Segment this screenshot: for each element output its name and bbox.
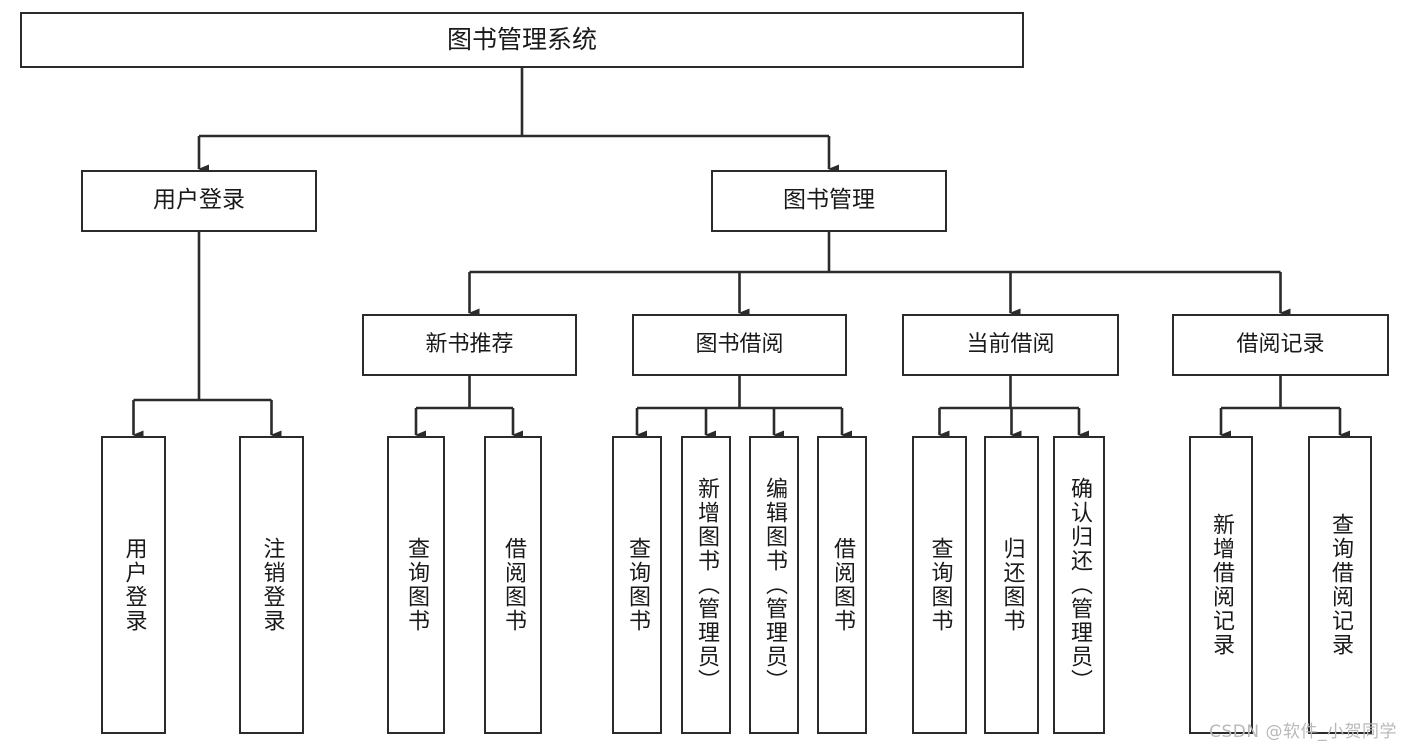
node-label-borrow: 图书借阅 [695,332,784,358]
node-logout[interactable]: 注销登录 [239,436,304,734]
node-records[interactable]: 借阅记录 [1172,314,1389,376]
node-label-bookmgmt: 图书管理 [783,187,875,214]
csdn-watermark: CSDN @软件_小贺同学 [1209,722,1397,742]
node-label-nb-borrow: 借阅图书 [500,537,526,633]
node-bq-borrow[interactable]: 借阅图书 [817,436,867,734]
node-label-current: 当前借阅 [966,332,1055,358]
node-rc-add[interactable]: 新增借阅记录 [1189,436,1253,734]
node-label-records: 借阅记录 [1236,332,1325,358]
node-bq-add[interactable]: 新增图书（管理员） [681,436,731,734]
node-cb-query[interactable]: 查询图书 [912,436,967,734]
node-nb-borrow[interactable]: 借阅图书 [484,436,542,734]
node-label-userlogin: 用户登录 [121,537,147,633]
node-current[interactable]: 当前借阅 [902,314,1119,376]
node-label-bq-edit: 编辑图书（管理员） [761,477,787,693]
node-label-bq-add: 新增图书（管理员） [693,477,719,693]
node-root[interactable]: 图书管理系统 [20,12,1024,68]
node-newbooks[interactable]: 新书推荐 [362,314,577,376]
node-rc-query[interactable]: 查询借阅记录 [1308,436,1372,734]
node-nb-query[interactable]: 查询图书 [387,436,445,734]
node-label-cb-return: 归还图书 [999,537,1025,633]
node-label-rc-query: 查询借阅记录 [1327,513,1353,657]
node-label-logout: 注销登录 [259,537,285,633]
node-label-nb-query: 查询图书 [403,537,429,633]
node-label-cb-confirm: 确认归还（管理员） [1066,477,1092,693]
node-label-bq-borrow: 借阅图书 [829,537,855,633]
node-label-cb-query: 查询图书 [927,537,953,633]
node-login[interactable]: 用户登录 [81,170,317,232]
node-label-newbooks: 新书推荐 [425,332,514,358]
node-userlogin[interactable]: 用户登录 [101,436,166,734]
connector-lines [132,68,1350,440]
node-cb-confirm[interactable]: 确认归还（管理员） [1053,436,1105,734]
node-bookmgmt[interactable]: 图书管理 [711,170,947,232]
node-cb-return[interactable]: 归还图书 [984,436,1039,734]
node-label-login: 用户登录 [153,187,245,214]
node-label-rc-add: 新增借阅记录 [1208,513,1234,657]
node-bq-query[interactable]: 查询图书 [612,436,662,734]
node-borrow[interactable]: 图书借阅 [632,314,847,376]
node-bq-edit[interactable]: 编辑图书（管理员） [749,436,799,734]
node-label-root: 图书管理系统 [446,25,597,55]
node-label-bq-query: 查询图书 [624,537,650,633]
